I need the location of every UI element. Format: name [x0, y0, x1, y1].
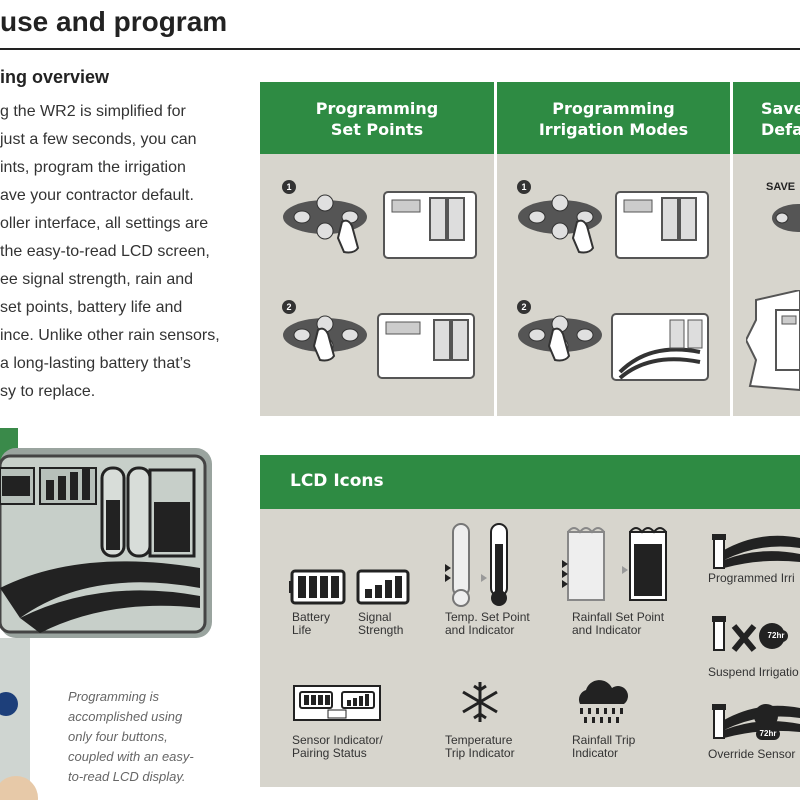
- tab-line: Programming: [552, 99, 675, 118]
- label-line: Battery: [292, 610, 331, 624]
- controller-buttons-illustration: [518, 315, 602, 362]
- overview-line: a long-lasting battery that’s: [0, 355, 191, 372]
- tab-line: Irrigation Modes: [538, 120, 689, 139]
- overview-line: the easy-to-read LCD screen,: [0, 243, 210, 260]
- lcd-preview-illustration: [746, 290, 800, 392]
- icon-label-sensor: Sensor Indicator/Pairing Status: [292, 734, 383, 760]
- snowflake-icon: [462, 682, 498, 722]
- controller-buttons-illustration: [772, 204, 800, 232]
- overview-line: set points, battery life and: [0, 299, 183, 316]
- column-divider: [494, 82, 497, 416]
- rain-cloud-icon: [578, 680, 628, 723]
- rain-gauge-icon: [562, 527, 667, 601]
- tab-line: Defau: [761, 120, 800, 139]
- title-rule: [0, 48, 800, 50]
- label-line: Rainfall Set Point: [572, 610, 665, 624]
- label-line: Pairing Status: [292, 746, 367, 760]
- save-label: SAVE: [766, 181, 796, 193]
- thermometer-icon: [445, 523, 508, 607]
- device-caption: to-read LCD display.: [68, 769, 186, 784]
- label-line: Indicator: [572, 746, 619, 760]
- tab-set-points: Programming Set Points: [260, 82, 494, 154]
- label-line: Sensor Indicator/: [292, 733, 383, 747]
- column-divider: [730, 82, 733, 416]
- icon-label-suspend: Suspend Irrigatio: [708, 665, 799, 679]
- label-line: Rainfall Trip: [572, 733, 636, 747]
- controller-buttons-illustration: [283, 194, 367, 254]
- overview-line: oller interface, all settings are: [0, 215, 209, 232]
- overview-line: ints, program the irrigation: [0, 159, 186, 176]
- battery-icon: [289, 569, 346, 605]
- override-sensor-icon: [712, 704, 800, 739]
- label-line: and Indicator: [445, 623, 515, 637]
- step-2-badge: 2: [517, 300, 531, 314]
- tab-line: Programming: [315, 99, 439, 118]
- device-caption: coupled with an easy-: [68, 749, 194, 764]
- signal-strength-icon: [356, 569, 410, 605]
- label-line: Temperature: [445, 733, 513, 747]
- label-line: Life: [292, 623, 312, 637]
- overview-line: sy to replace.: [0, 383, 96, 400]
- label-line: Signal: [358, 610, 392, 624]
- device-caption: Programming is: [68, 689, 160, 704]
- overview-line: ee signal strength, rain and: [0, 271, 194, 288]
- label-line: Trip Indicator: [445, 746, 515, 760]
- lcd-icons-heading: LCD Icons: [260, 455, 800, 509]
- step-1-badge: 1: [517, 180, 531, 194]
- label-line: Strength: [358, 623, 404, 637]
- controller-buttons-illustration: [518, 194, 602, 254]
- overview-line: just a few seconds, you can: [0, 131, 197, 148]
- label-line: and Indicator: [572, 623, 642, 637]
- lcd-preview-illustration: [377, 313, 475, 379]
- step-2-badge: 2: [282, 300, 296, 314]
- sprinkler-spray-icon: [712, 534, 800, 569]
- tab-line: Set Points: [330, 120, 424, 139]
- overview-line: ince. Unlike other rain sensors,: [0, 327, 220, 344]
- lcd-preview-illustration: [611, 313, 709, 381]
- device-caption: accomplished using: [68, 709, 183, 724]
- lcd-preview-illustration: [383, 191, 477, 259]
- wr2-device-illustration: [0, 428, 212, 800]
- 72hr-badge: 72hr: [764, 630, 788, 642]
- device-caption: only four buttons,: [68, 729, 168, 744]
- icon-label-override: Override Sensor: [708, 747, 796, 761]
- overview-line: g the WR2 is simplified for: [0, 103, 186, 120]
- tab-save-defaults: Save C Defau: [733, 82, 800, 154]
- controller-buttons-illustration: [283, 315, 367, 362]
- lcd-icons-panel: [260, 455, 800, 787]
- step-1-badge: 1: [282, 180, 296, 194]
- overview-line: ave your contractor default.: [0, 187, 194, 204]
- tab-irrigation-modes: Programming Irrigation Modes: [497, 82, 730, 154]
- overview-heading: ing overview: [0, 67, 110, 87]
- icon-label-programmed: Programmed Irri: [708, 571, 795, 585]
- page-title: use and program: [0, 6, 228, 37]
- sensor-pairing-icon: [293, 685, 381, 721]
- label-line: Temp. Set Point: [445, 610, 530, 624]
- lcd-preview-illustration: [615, 191, 709, 259]
- 72hr-badge: 72hr: [756, 728, 780, 740]
- tab-line: Save C: [761, 99, 800, 118]
